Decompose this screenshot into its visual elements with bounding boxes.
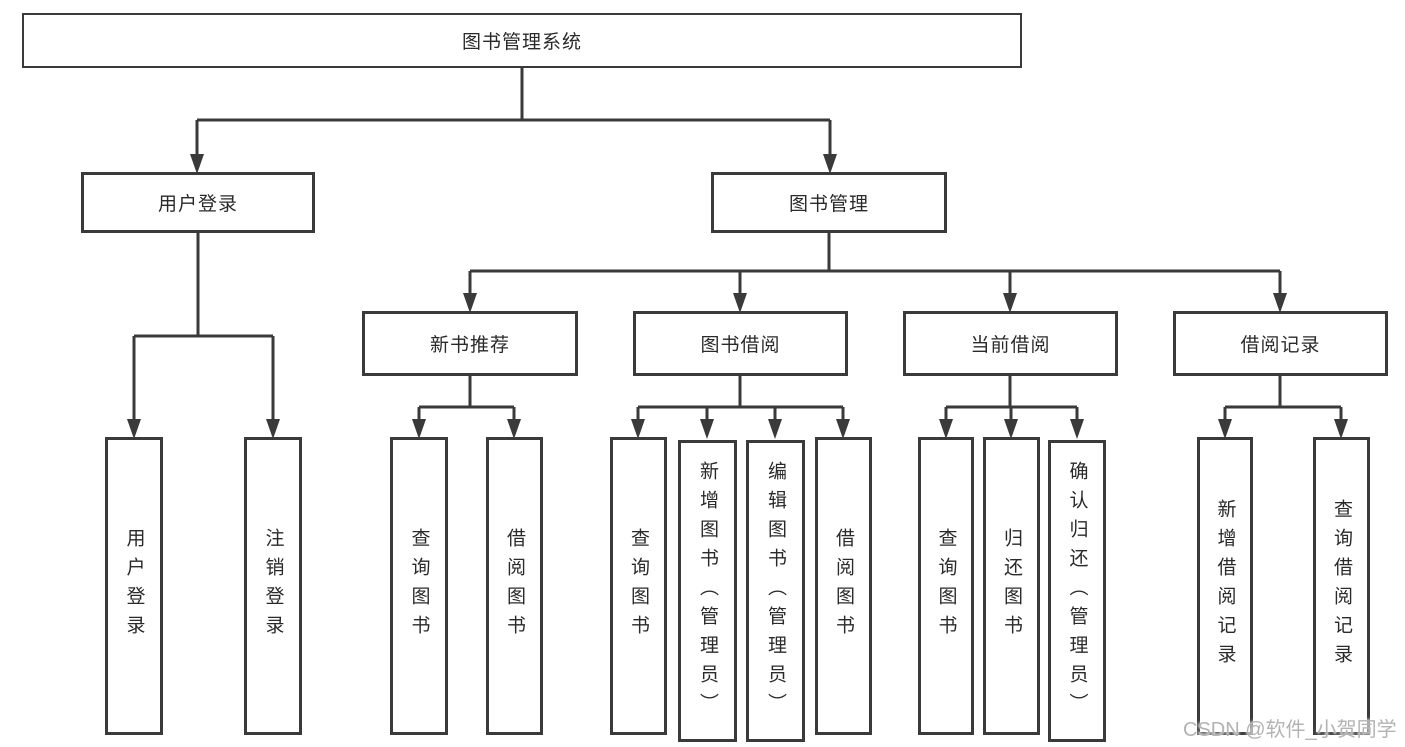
- node-book-borrow-label: 图书借阅: [700, 335, 781, 356]
- node-book-management: 图书管理: [711, 172, 947, 233]
- node-new-book-recommend: 新书推荐: [362, 311, 578, 376]
- node-borrow-records-label: 借阅记录: [1240, 335, 1321, 356]
- leaf-confirm-return-admin: 确认归还（管理员）: [1048, 440, 1106, 742]
- leaf-user-login-label: 用户登录: [123, 528, 145, 644]
- node-user-login: 用户登录: [81, 172, 315, 233]
- leaf-borrow-query-books-label: 查询图书: [628, 528, 649, 644]
- leaf-query-borrow-record-label: 查询借阅记录: [1331, 499, 1352, 673]
- node-new-book-recommend-label: 新书推荐: [429, 335, 510, 356]
- node-root-system: 图书管理系统: [22, 13, 1022, 68]
- node-root-label: 图书管理系统: [461, 32, 582, 53]
- node-borrow-records: 借阅记录: [1173, 311, 1388, 376]
- node-current-borrow: 当前借阅: [903, 311, 1118, 376]
- leaf-borrow-borrow-books: 借阅图书: [815, 437, 872, 735]
- leaf-user-login: 用户登录: [105, 437, 163, 735]
- leaf-recommend-borrow-books-label: 借阅图书: [504, 528, 525, 644]
- leaf-current-query-books: 查询图书: [918, 437, 974, 735]
- leaf-borrow-borrow-books-label: 借阅图书: [833, 528, 854, 644]
- node-current-borrow-label: 当前借阅: [970, 335, 1051, 356]
- leaf-add-book-admin: 新增图书（管理员）: [678, 440, 737, 742]
- leaf-return-books-label: 归还图书: [1001, 528, 1022, 644]
- leaf-recommend-query-books: 查询图书: [390, 437, 448, 735]
- leaf-query-borrow-record: 查询借阅记录: [1313, 437, 1370, 735]
- leaf-recommend-query-books-label: 查询图书: [408, 528, 430, 644]
- node-book-borrow: 图书借阅: [633, 311, 848, 376]
- leaf-logout-label: 注销登录: [262, 528, 284, 644]
- leaf-edit-book-admin-label: 编辑图书（管理员）: [765, 460, 786, 722]
- node-user-login-label: 用户登录: [157, 194, 238, 215]
- leaf-add-borrow-record: 新增借阅记录: [1197, 437, 1253, 735]
- leaf-borrow-query-books: 查询图书: [610, 437, 667, 735]
- leaf-logout: 注销登录: [244, 437, 302, 735]
- leaf-edit-book-admin: 编辑图书（管理员）: [746, 440, 805, 742]
- leaf-confirm-return-admin-label: 确认归还（管理员）: [1066, 460, 1088, 722]
- leaf-return-books: 归还图书: [983, 437, 1040, 735]
- node-book-management-label: 图书管理: [788, 194, 869, 215]
- leaf-add-book-admin-label: 新增图书（管理员）: [697, 460, 718, 722]
- leaf-add-borrow-record-label: 新增借阅记录: [1214, 499, 1236, 673]
- csdn-watermark: CSDN @软件_小贺同学: [1183, 719, 1397, 741]
- leaf-current-query-books-label: 查询图书: [935, 528, 957, 644]
- leaf-recommend-borrow-books: 借阅图书: [486, 437, 543, 735]
